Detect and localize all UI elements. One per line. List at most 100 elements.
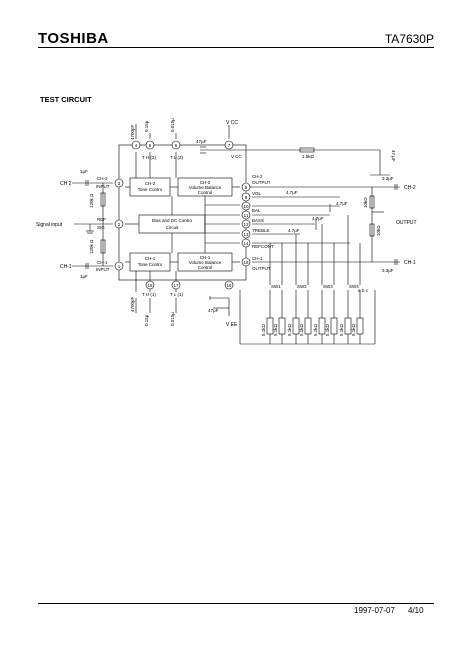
vol-ch1-label-a: CH-1 — [200, 255, 211, 260]
header-rule — [38, 47, 434, 48]
tone-ch1-label-a: CH-1 — [145, 256, 156, 261]
out-ch1-label: CH-1 — [404, 260, 416, 266]
vol-ch1-label-c: Control — [198, 265, 213, 270]
bass-label: BASS — [252, 218, 264, 223]
input-b-label: INPUT — [96, 267, 110, 272]
vcc-label: V CC — [226, 120, 238, 126]
pin-number-16: 16 — [226, 283, 232, 288]
r5-label: 5.1kΩ — [313, 323, 318, 336]
pin-number-9: 9 — [245, 195, 248, 200]
pin-number-13: 13 — [243, 232, 249, 237]
sw2-label: SW2 — [297, 284, 307, 289]
part-number: TA7630P — [384, 32, 434, 46]
bias-label-a: Bias and DC Contro — [152, 218, 193, 223]
switch-b-label: b — [362, 288, 365, 293]
pin-5 — [145, 140, 155, 150]
tl1-label: T L (1) — [170, 292, 184, 297]
footer-page: 4/10 — [408, 606, 424, 615]
pin-16 — [224, 280, 234, 290]
sw3-label: SW3 — [323, 284, 333, 289]
r3-label: 5.1kΩ — [287, 323, 292, 336]
cap-vcc-label: 47μF — [196, 139, 207, 144]
pin-7 — [224, 140, 234, 150]
pin-number-15: 15 — [243, 260, 249, 265]
pin-14 — [241, 238, 251, 248]
pin-18 — [145, 280, 155, 290]
pin-11 — [241, 210, 251, 220]
pin-number-6: 6 — [175, 143, 178, 148]
ref-label: REF — [97, 217, 106, 222]
ch1-output-label: CH-1 — [252, 256, 263, 261]
res-10k-b-label: 10kΩ — [376, 225, 381, 236]
c-tl1-label: 0.015μ — [170, 312, 175, 326]
c-top-label: 4700pF — [130, 124, 135, 140]
pin-number-4: 4 — [135, 143, 138, 148]
tl2-label: T L (2) — [170, 155, 184, 160]
c-th1-label: 0.15μ — [144, 314, 149, 326]
cap-out2-label: 4.7μF — [336, 201, 348, 206]
ch2-in-label: CH 2 — [60, 181, 72, 187]
footer-date: 1997-07-07 — [354, 606, 395, 615]
pin-number-8: 8 — [245, 185, 248, 190]
cap-out1-label: 4.7μF — [286, 190, 298, 195]
res-10k-a-label: 10kΩ — [363, 197, 368, 208]
vol-label: VOL — [252, 191, 262, 196]
res-bot-label: 120k Ω — [89, 239, 94, 254]
switch-c-label: c — [366, 288, 369, 293]
vol-ch2-label-b: Volume Balance — [189, 185, 222, 190]
pin-15 — [241, 257, 251, 267]
pin-number-7: 7 — [228, 143, 231, 148]
signal-input-label: Signal input — [36, 222, 63, 228]
pin-9 — [241, 192, 251, 202]
pin-1 — [114, 261, 124, 271]
tone-ch2-label-a: CH-2 — [145, 181, 156, 186]
cap-out3-label: 4.7μF — [312, 216, 324, 221]
r7-label: 5.1kΩ — [339, 323, 344, 336]
output-label: OUTPUT — [396, 220, 417, 226]
vee-label: V EE — [226, 322, 238, 328]
res-top-label: 120k Ω — [89, 193, 94, 208]
c-th2-label: 0.15μ — [144, 120, 149, 132]
sw1-label: SW1 — [271, 284, 281, 289]
cap-in-bot-label: 1μF — [80, 274, 88, 279]
th1-label: T H (1) — [142, 292, 156, 297]
ch2-input-label: CH-2 — [97, 176, 108, 181]
pin-number-17: 17 — [173, 283, 179, 288]
cap-out4-label: 4.7μF — [288, 228, 300, 233]
pin-number-11: 11 — [244, 213, 249, 218]
pin-2 — [114, 219, 124, 229]
c-bot-label: 4700pF — [130, 296, 135, 312]
pin-10 — [241, 201, 251, 211]
pin-6 — [171, 140, 181, 150]
r6-label: 5.1kΩ — [325, 323, 330, 336]
cap-vee-label: 47μF — [208, 308, 219, 313]
pin-3 — [114, 178, 124, 188]
pin-number-10: 10 — [243, 204, 249, 209]
bias-label-b: Circuit — [166, 225, 180, 230]
switch-a-label: a — [358, 288, 361, 293]
vol-ch2-label-c: Control — [198, 190, 213, 195]
sw4-label: SW4 — [349, 284, 359, 289]
r2-label: 5.1kΩ — [273, 323, 278, 336]
ch2-output-label: CH-2 — [252, 174, 263, 179]
tone-ch2-label-b: Tone Contro — [138, 187, 163, 192]
cap-33-top-label: 3.3μF — [382, 176, 394, 181]
pin-8 — [241, 182, 251, 192]
vcc-pin-label: V CC — [231, 154, 243, 159]
bal-label: BAL — [252, 208, 261, 213]
section-title: TEST CIRCUIT — [40, 95, 92, 104]
pin-13 — [241, 229, 251, 239]
pin-number-5: 5 — [149, 143, 152, 148]
refcont-label: REFCONT — [252, 244, 274, 249]
treble-label: TREBLE — [252, 228, 270, 233]
input-a-label: INPUT — [96, 184, 110, 189]
pin-17 — [171, 280, 181, 290]
pin-number-1: 1 — [118, 264, 121, 269]
out-ch2-label: CH-2 — [404, 185, 416, 191]
brand-logo: TOSHIBA — [38, 30, 109, 47]
output-b-label: OUTPUT — [252, 266, 271, 271]
pin-number-14: 14 — [243, 241, 249, 246]
res-1k5-label: 1.5kΩ — [302, 154, 315, 159]
r1-label: 5.1kΩ — [261, 323, 266, 336]
